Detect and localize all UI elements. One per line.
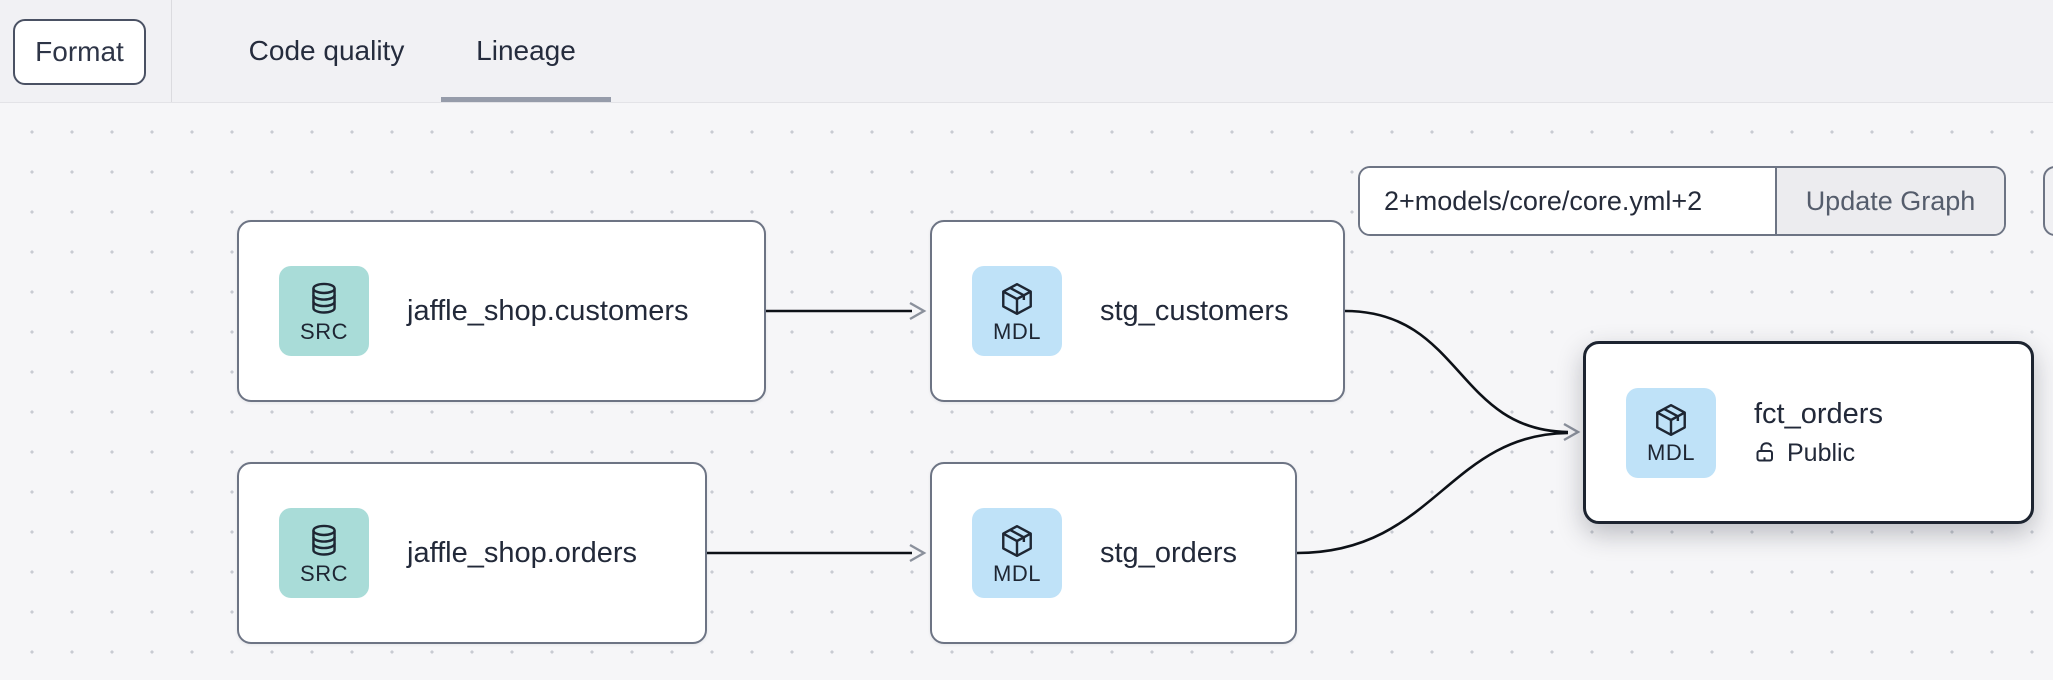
header-divider <box>171 0 172 102</box>
clipped-edge-button[interactable] <box>2043 166 2053 236</box>
node-label: stg_orders <box>1100 536 1238 569</box>
node-access-label: Public <box>1787 438 1856 467</box>
node-fct-orders[interactable]: MDL fct_orders Public <box>1583 341 2034 524</box>
tab-code-quality[interactable]: Code quality <box>248 35 405 66</box>
database-icon <box>312 282 336 314</box>
top-toolbar: Format Code quality Lineage <box>0 0 2053 103</box>
node-access: Public <box>1754 439 1883 468</box>
model-badge: MDL <box>1626 387 1716 478</box>
node-stg-customers[interactable]: MDL stg_customers <box>930 220 1345 402</box>
node-jaffle-shop-orders[interactable]: SRC jaffle_shop.orders <box>237 462 707 644</box>
node-jaffle-shop-customers[interactable]: SRC jaffle_shop.customers <box>237 220 766 402</box>
cube-icon <box>1656 404 1686 436</box>
source-badge: SRC <box>279 266 369 356</box>
format-button[interactable]: Format <box>13 19 146 85</box>
tab-lineage[interactable]: Lineage <box>476 35 576 66</box>
active-tab-indicator <box>441 97 611 102</box>
node-label: stg_customers <box>1100 294 1289 327</box>
selector-group: Update Graph <box>1358 166 2006 236</box>
node-label: jaffle_shop.orders <box>407 536 638 569</box>
source-badge: SRC <box>279 508 369 598</box>
model-selector-input[interactable] <box>1360 168 1775 234</box>
node-label: jaffle_shop.customers <box>407 294 689 327</box>
cube-icon <box>1002 282 1032 315</box>
badge-type-label: MDL <box>993 318 1041 344</box>
node-label: fct_orders <box>1754 397 1883 430</box>
badge-type-label: SRC <box>300 560 348 586</box>
cube-icon <box>1002 524 1032 557</box>
badge-type-label: MDL <box>1647 440 1695 465</box>
node-stg-orders[interactable]: MDL stg_orders <box>930 462 1297 644</box>
badge-type-label: MDL <box>993 560 1041 586</box>
model-badge: MDL <box>972 266 1062 356</box>
badge-type-label: SRC <box>300 318 348 344</box>
database-icon <box>312 524 336 556</box>
lock-open-icon <box>1756 442 1773 462</box>
update-graph-button[interactable]: Update Graph <box>1775 168 2004 234</box>
model-badge: MDL <box>972 508 1062 598</box>
